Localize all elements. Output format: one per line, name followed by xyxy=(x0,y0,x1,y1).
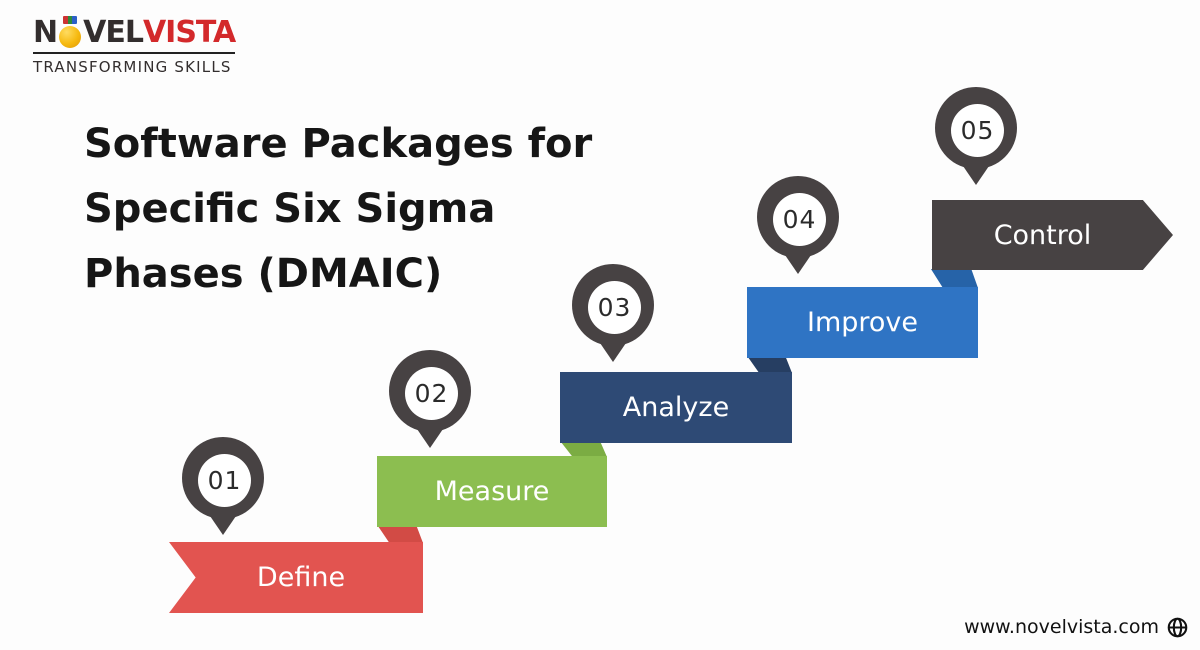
pin-circle: 05 xyxy=(935,87,1017,169)
ribbon-green-segment xyxy=(67,16,73,24)
pin-inner-circle: 02 xyxy=(405,367,458,420)
title-line-3: Phases (DMAIC) xyxy=(84,251,443,297)
pin-circle: 03 xyxy=(572,264,654,346)
logo-text-vel: VEL xyxy=(83,15,144,50)
pin-inner-circle: 01 xyxy=(198,454,251,507)
step-pin-01: 01 xyxy=(182,437,264,537)
step-label-measure: Measure xyxy=(434,476,550,507)
pin-tail xyxy=(963,166,989,185)
medal-ball-icon xyxy=(59,26,82,48)
step-banner-analyze: Analyze xyxy=(560,372,792,443)
logo-text-vista: VISTA xyxy=(142,15,236,50)
pin-tail xyxy=(785,255,811,274)
pin-circle: 02 xyxy=(389,350,471,432)
step-label-improve: Improve xyxy=(806,307,919,338)
footer: www.novelvista.com xyxy=(964,616,1188,638)
ribbon-fold-improve xyxy=(930,269,978,288)
ribbon-fold-define xyxy=(377,526,423,543)
pin-number: 02 xyxy=(414,379,449,408)
pin-number: 05 xyxy=(960,116,995,145)
medal-icon xyxy=(58,16,82,48)
step-banner-measure: Measure xyxy=(377,456,607,527)
title-line-2: Specific Six Sigma xyxy=(84,186,496,232)
ribbon-red-segment xyxy=(63,16,68,24)
ribbon-fold-measure xyxy=(560,442,607,457)
logo-text-n: N xyxy=(33,15,58,50)
step-banner-improve: Improve xyxy=(747,287,978,358)
step-banner-define: Define xyxy=(169,542,423,613)
step-label-define: Define xyxy=(256,562,346,593)
step-pin-05: 05 xyxy=(935,87,1017,187)
pin-tail xyxy=(210,516,236,535)
logo-divider xyxy=(33,52,236,54)
step-label-control: Control xyxy=(993,219,1092,251)
logo-tagline: TRANSFORMING SKILLS xyxy=(33,58,232,76)
step-pin-02: 02 xyxy=(389,350,471,450)
logo-wordmark: N VEL VISTA xyxy=(33,15,236,50)
title-line-1: Software Packages for xyxy=(84,121,593,167)
pin-number: 04 xyxy=(782,205,817,234)
ribbon-blue-segment xyxy=(72,16,78,24)
pin-inner-circle: 04 xyxy=(773,193,826,246)
pin-inner-circle: 03 xyxy=(588,281,641,334)
step-pin-04: 04 xyxy=(757,176,839,276)
pin-circle: 04 xyxy=(757,176,839,258)
pin-number: 01 xyxy=(207,466,242,495)
pin-inner-circle: 05 xyxy=(951,104,1004,157)
medal-ribbon-icon xyxy=(63,16,78,24)
pin-tail xyxy=(600,343,626,362)
step-pin-03: 03 xyxy=(572,264,654,364)
globe-icon xyxy=(1167,617,1188,637)
pin-number: 03 xyxy=(597,293,632,322)
step-banner-control: Control xyxy=(932,200,1173,270)
step-label-analyze: Analyze xyxy=(622,392,730,423)
pin-tail xyxy=(417,429,443,448)
pin-circle: 01 xyxy=(182,437,264,519)
ribbon-fold-analyze xyxy=(747,357,792,373)
website-url: www.novelvista.com xyxy=(964,616,1159,638)
page-title: Software Packages for Specific Six Sigma… xyxy=(84,112,592,307)
novelvista-logo: N VEL VISTA TRANSFORMING SKILLS xyxy=(33,15,236,76)
